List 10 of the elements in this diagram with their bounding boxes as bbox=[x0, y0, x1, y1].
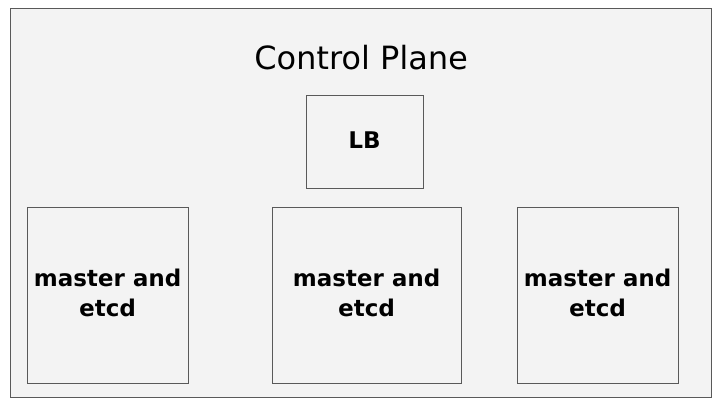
group-title: Control Plane bbox=[254, 39, 468, 77]
process-box bbox=[272, 206, 462, 384]
box-label: LB bbox=[348, 126, 381, 156]
process-box bbox=[516, 206, 678, 384]
box-label: master and etcd bbox=[292, 265, 442, 324]
box-label: master and etcd bbox=[32, 265, 182, 324]
process-box bbox=[306, 94, 424, 188]
process-box bbox=[26, 206, 188, 384]
box-label: master and etcd bbox=[522, 265, 672, 324]
group-box bbox=[10, 8, 712, 398]
